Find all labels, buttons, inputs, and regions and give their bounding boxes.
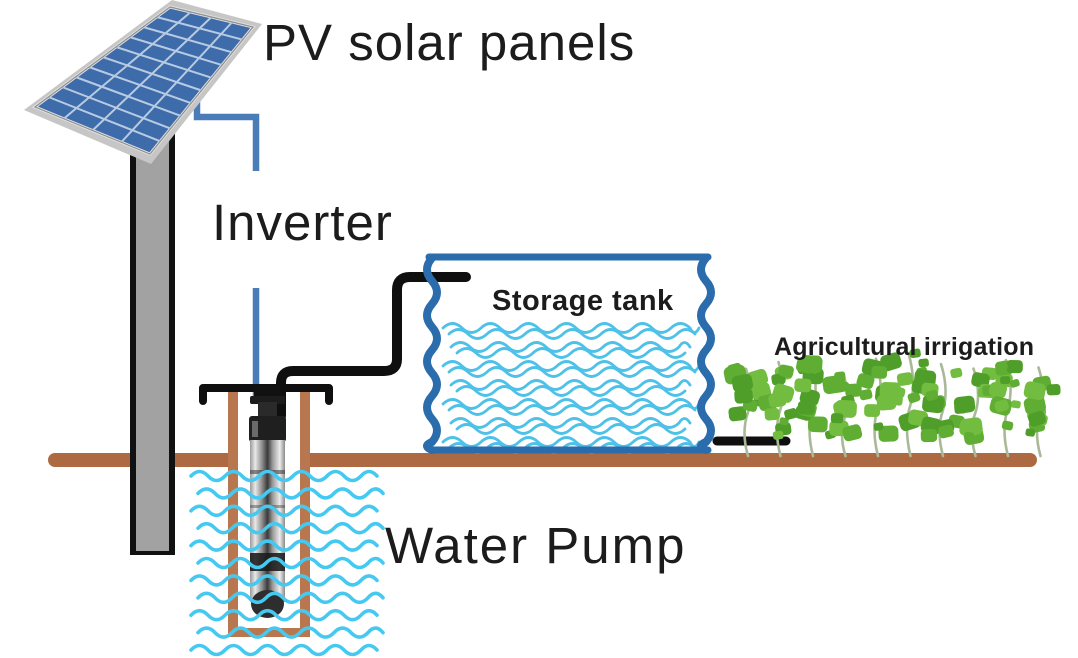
water-pump-label: Water Pump	[385, 517, 687, 574]
panel-mount-pole	[130, 118, 175, 555]
irrigated-crops-icon	[723, 348, 1061, 458]
irrigation-label: Agricultural irrigation	[774, 333, 1035, 361]
well-water-waves	[189, 469, 385, 657]
storage-tank-icon	[423, 253, 715, 454]
solar-panel-icon	[24, 0, 262, 164]
pv-panels-label: PV solar panels	[263, 14, 636, 71]
well-casing	[228, 390, 310, 637]
ground-line	[48, 453, 1037, 467]
inverter-label: Inverter	[212, 194, 393, 251]
pump-to-tank-pipe	[276, 272, 471, 421]
storage-tank-label: Storage tank	[492, 285, 674, 317]
